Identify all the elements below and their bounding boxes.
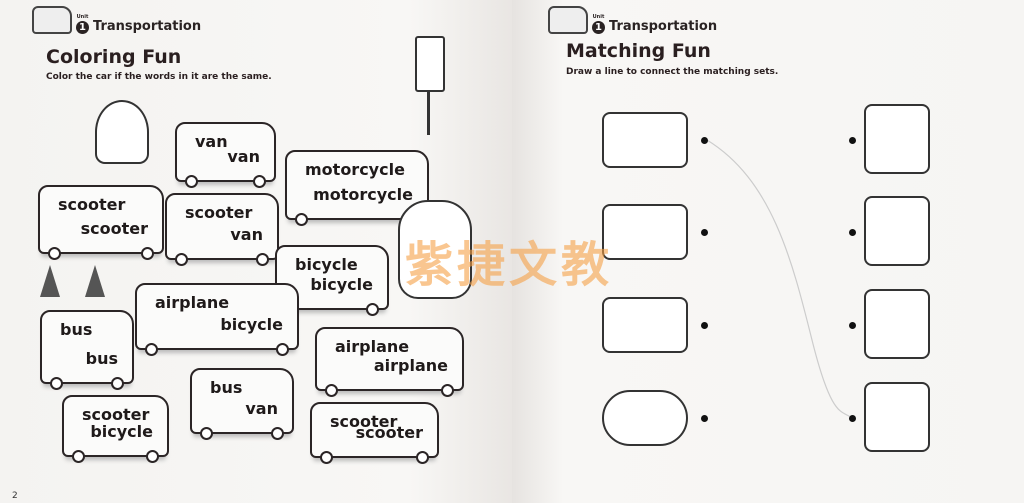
car-word-top: bicycle — [295, 255, 358, 274]
page-title: Coloring Fun — [46, 46, 182, 68]
car-word-bottom: scooter — [355, 423, 423, 442]
wheel-icon — [253, 175, 266, 188]
unit-badge: Unit 1 — [76, 15, 89, 34]
wheel-icon — [141, 247, 154, 260]
car-word-top: motorcycle — [305, 160, 405, 179]
page-title: Matching Fun — [566, 40, 711, 62]
wheel-icon — [200, 427, 213, 440]
car-4[interactable]: scooter van — [165, 193, 279, 266]
car-word-bottom: motorcycle — [313, 185, 413, 204]
wheel-icon — [295, 213, 308, 226]
watermark: 紫捷文教 — [405, 237, 614, 293]
unit-label: Unit — [76, 14, 89, 20]
wheel-icon — [145, 343, 158, 356]
cone-icon — [85, 265, 105, 297]
car-word-top: scooter — [82, 405, 150, 424]
drawn-line — [706, 139, 853, 419]
unit-label: Unit — [592, 14, 605, 20]
unit-number: 1 — [76, 21, 89, 34]
car-word-bottom: van — [227, 147, 260, 166]
car-word-bottom: bicycle — [310, 275, 373, 294]
car-word-top: bus — [60, 320, 93, 339]
unit-number: 1 — [592, 21, 605, 34]
wheel-icon — [320, 451, 333, 464]
match-dot-left[interactable] — [701, 137, 708, 144]
match-dot-right[interactable] — [849, 137, 856, 144]
wheel-icon — [48, 247, 61, 260]
car-7[interactable]: bus bus — [40, 310, 134, 390]
helmet-icon — [864, 289, 930, 359]
car-6[interactable]: airplane bicycle — [135, 283, 299, 356]
car-word-top: scooter — [330, 412, 398, 431]
match-dot-right[interactable] — [849, 322, 856, 329]
car-word-top: van — [195, 132, 228, 151]
car-word-top: bus — [210, 378, 243, 397]
car-word-top: scooter — [185, 203, 253, 222]
burning-building-icon — [864, 382, 930, 452]
wheel-icon — [185, 175, 198, 188]
car-word-top: airplane — [155, 293, 230, 312]
unit-title: Transportation — [609, 19, 718, 34]
wheel-icon — [416, 451, 429, 464]
bus-side-icon — [602, 297, 688, 353]
wheel-icon — [325, 384, 338, 397]
wheel-icon — [72, 450, 85, 463]
car-3[interactable]: scooter scooter — [38, 185, 164, 260]
wheel-icon — [366, 303, 379, 316]
wheel-icon — [271, 427, 284, 440]
wheel-icon — [111, 377, 124, 390]
bus-stop-icon — [864, 196, 930, 266]
wheel-icon — [175, 253, 188, 266]
wheel-icon — [276, 343, 289, 356]
match-dot-left[interactable] — [701, 229, 708, 236]
car-word-bottom: bicycle — [90, 422, 153, 441]
map-icon — [864, 104, 930, 174]
car-word-bottom: van — [230, 225, 263, 244]
car-word-bottom: van — [245, 399, 278, 418]
motorcycle-icon — [602, 204, 688, 260]
left-page: Unit 1 Transportation Coloring Fun Color… — [0, 0, 512, 503]
instruction: Draw a line to connect the matching sets… — [566, 67, 779, 77]
match-dot-left[interactable] — [701, 322, 708, 329]
right-page: Unit 1 Transportation Matching Fun Draw … — [512, 0, 1024, 503]
unit-badge: Unit 1 — [592, 15, 605, 34]
motorcyclist-icon — [398, 200, 472, 299]
match-dot-left[interactable] — [701, 415, 708, 422]
car-word-bottom: airplane — [373, 356, 448, 375]
car-word-bottom: scooter — [80, 219, 148, 238]
wheel-icon — [256, 253, 269, 266]
unit-header: Unit 1 Transportation — [548, 6, 717, 34]
match-dot-right[interactable] — [849, 229, 856, 236]
cone-icon — [40, 265, 60, 297]
page-number: 2 — [12, 491, 18, 501]
wheel-icon — [441, 384, 454, 397]
car-logo-icon — [32, 6, 72, 34]
car-logo-icon — [548, 6, 588, 34]
match-dot-right[interactable] — [849, 415, 856, 422]
car-word-top: airplane — [335, 337, 410, 356]
bus-icon — [602, 112, 688, 168]
car-word-top: scooter — [58, 195, 126, 214]
traffic-light-pole — [427, 90, 430, 135]
unit-header: Unit 1 Transportation — [32, 6, 201, 34]
unit-title: Transportation — [93, 19, 202, 34]
car-word-bottom: bicycle — [220, 315, 283, 334]
boy-jumping-icon — [95, 100, 149, 164]
instruction: Color the car if the words in it are the… — [46, 72, 272, 82]
wheel-icon — [50, 377, 63, 390]
car-word-bottom: bus — [85, 349, 118, 368]
wheel-icon — [146, 450, 159, 463]
airplane-icon — [602, 390, 688, 446]
traffic-light-icon — [415, 36, 445, 92]
